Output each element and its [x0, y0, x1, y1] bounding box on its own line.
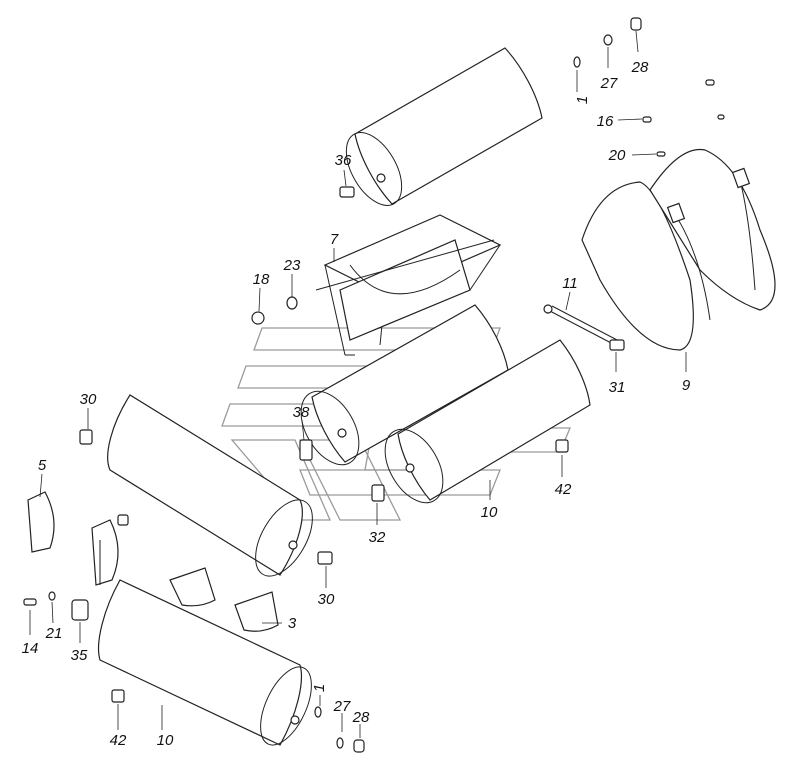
leader-lines	[29, 30, 687, 738]
callout-27-bottom: 27	[333, 698, 351, 715]
bracket-3	[169, 567, 279, 632]
bracket-5	[27, 491, 119, 586]
callout-10-bottom: 10	[157, 732, 174, 749]
tank-lower	[97, 579, 312, 746]
callout-36: 36	[335, 152, 352, 169]
callout-18: 18	[253, 271, 270, 288]
callout-1-bottom: 1	[311, 684, 328, 692]
callout-16: 16	[597, 113, 614, 130]
callout-5: 5	[38, 457, 47, 474]
tank-middle-back	[300, 304, 509, 466]
fittings	[23, 17, 725, 753]
callout-14: 14	[22, 640, 39, 657]
callout-1-top: 1	[574, 96, 591, 104]
tank-upper	[345, 47, 543, 206]
callout-31: 31	[609, 379, 626, 396]
callout-20: 20	[608, 147, 626, 164]
callout-42-right: 42	[555, 481, 572, 498]
callout-7: 7	[330, 231, 339, 248]
strap-9	[581, 148, 776, 351]
rod-11	[543, 304, 625, 351]
bracket-7	[315, 214, 502, 356]
tank-middle-front	[384, 339, 591, 504]
callout-42-bottom: 42	[110, 732, 127, 749]
callout-21: 21	[45, 625, 63, 642]
callout-32: 32	[369, 529, 386, 546]
callout-labels: 1 27 28 16 20 36 7 18 23 11 31 9 30 38 4…	[22, 59, 691, 749]
callout-30-upper: 30	[80, 391, 97, 408]
tank-left	[107, 394, 313, 577]
callout-11: 11	[562, 275, 578, 292]
callout-38: 38	[293, 404, 310, 421]
callout-3: 3	[288, 615, 297, 632]
callout-27-top: 27	[600, 75, 618, 92]
callout-30-lower: 30	[318, 591, 335, 608]
callout-9: 9	[682, 377, 691, 394]
callout-23: 23	[283, 257, 301, 274]
callout-10-right: 10	[481, 504, 498, 521]
callout-28-bottom: 28	[352, 709, 370, 726]
callout-35: 35	[71, 647, 88, 664]
callout-28-top: 28	[631, 59, 649, 76]
